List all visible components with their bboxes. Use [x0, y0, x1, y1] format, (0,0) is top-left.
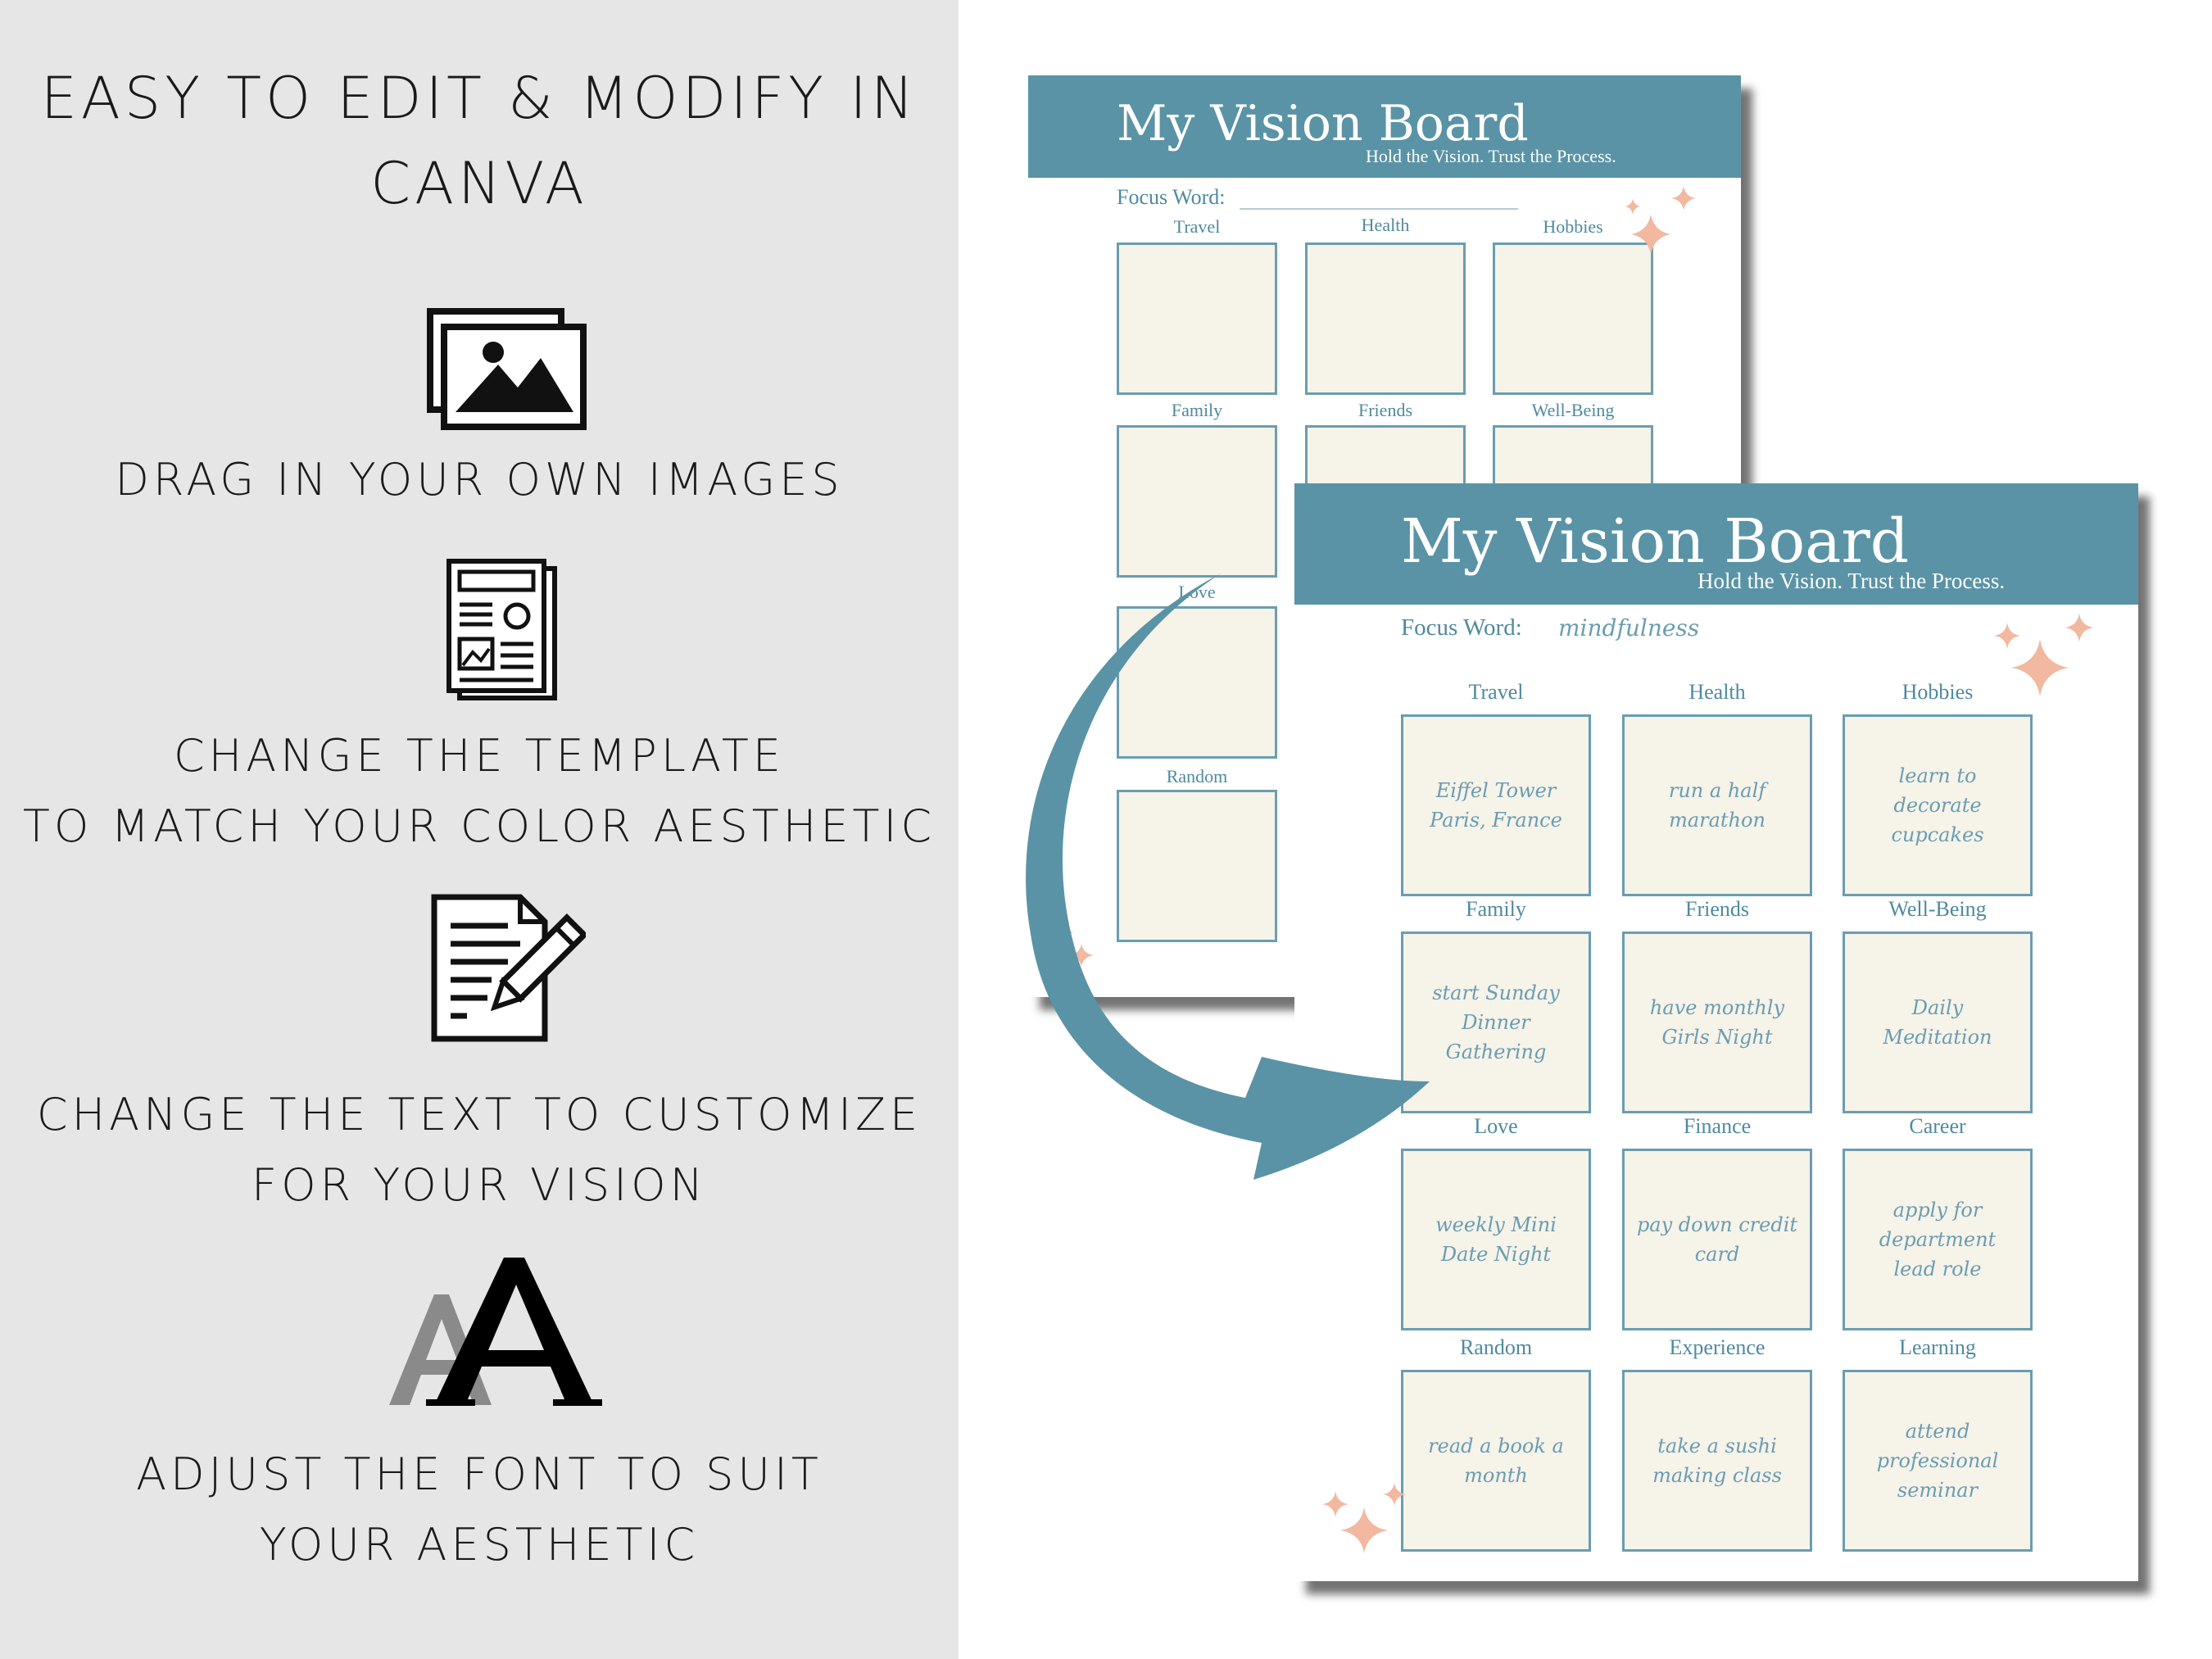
- board-header: My Vision Board Hold the Vision. Trust t…: [1294, 483, 2138, 605]
- feature-template-text: CHANGE THE TEMPLATE TO MATCH YOUR COLOR …: [22, 730, 936, 852]
- category-label: Travel: [1173, 216, 1221, 237]
- vision-cell-text: read a book a month: [1428, 1435, 1564, 1487]
- edit-text-icon: [431, 894, 586, 1042]
- category-label: Random: [1166, 766, 1228, 786]
- board-title: My Vision Board: [1117, 95, 1529, 152]
- vision-cell[interactable]: learn to decorate cupcakes: [1843, 714, 2033, 896]
- vision-cell-text: Eiffel Tower Paris, France: [1430, 779, 1562, 832]
- focus-word-line: [1240, 208, 1518, 210]
- board-subtitle: Hold the Vision. Trust the Process.: [1698, 569, 2006, 593]
- board-subtitle: Hold the Vision. Trust the Process.: [1366, 146, 1616, 166]
- board-header: My Vision Board Hold the Vision. Trust t…: [1028, 75, 1741, 178]
- vision-cell-text: start Sunday Dinner Gathering: [1432, 981, 1560, 1063]
- category-label: Experience: [1669, 1335, 1766, 1359]
- category-label: Health: [1361, 215, 1410, 235]
- vision-cell[interactable]: read a book a month: [1401, 1370, 1591, 1552]
- category-label: Finance: [1683, 1114, 1752, 1138]
- category-label: Random: [1459, 1335, 1533, 1359]
- sparkle-icon: [1994, 613, 2094, 696]
- features-panel: EASY TO EDIT & MODIFY IN CANVA DRAG IN Y…: [0, 0, 959, 1659]
- vision-cell-text: learn to decorate cupcakes: [1891, 764, 1984, 846]
- vision-cell[interactable]: attend professional seminar: [1843, 1370, 2033, 1552]
- image-placeholder[interactable]: [1305, 243, 1466, 395]
- category-label: Well-Being: [1888, 897, 1987, 921]
- category-label: Travel: [1468, 680, 1524, 704]
- category-label: Family: [1466, 897, 1526, 921]
- category-label: Friends: [1685, 897, 1749, 921]
- image-placeholder[interactable]: [1493, 243, 1653, 395]
- vision-cell[interactable]: apply for department lead role: [1843, 1149, 2033, 1330]
- category-label: Love: [1474, 1114, 1518, 1138]
- vision-cell[interactable]: take a sushi making class: [1622, 1370, 1812, 1552]
- heading-line: CANVA: [370, 150, 588, 217]
- category-label: Learning: [1899, 1335, 1976, 1359]
- images-icon: [427, 308, 587, 430]
- vision-cell[interactable]: start Sunday Dinner Gathering: [1401, 931, 1591, 1113]
- category-label: Hobbies: [1543, 216, 1603, 237]
- vision-cell-text: take a sushi making class: [1652, 1435, 1782, 1487]
- feature-images-text: DRAG IN YOUR OWN IMAGES: [115, 454, 844, 505]
- focus-word-label: Focus Word:: [1117, 185, 1226, 209]
- vision-cell[interactable]: Daily Meditation: [1843, 931, 2033, 1113]
- category-label: Friends: [1358, 400, 1412, 420]
- vision-cell-text: attend professional seminar: [1876, 1420, 1999, 1502]
- category-label: Hobbies: [1902, 680, 1974, 704]
- heading-line: EASY TO EDIT & MODIFY IN: [40, 65, 918, 132]
- font-aa-icon: [389, 1258, 602, 1406]
- vision-cell-text: weekly Mini Date Night: [1435, 1213, 1557, 1266]
- filled-vision-board: My Vision Board Hold the Vision. Trust t…: [1294, 483, 2138, 1581]
- category-label: Well-Being: [1531, 400, 1615, 420]
- focus-word-label: Focus Word:: [1401, 614, 1522, 641]
- image-placeholder[interactable]: [1117, 243, 1277, 395]
- feature-font-text: ADJUST THE FONT TO SUIT YOUR AESTHETIC: [136, 1448, 823, 1571]
- vision-cell[interactable]: weekly Mini Date Night: [1401, 1149, 1591, 1330]
- vision-cell[interactable]: have monthly Girls Night: [1622, 931, 1812, 1113]
- category-label: Health: [1688, 680, 1746, 704]
- vision-cell-text: run a half marathon: [1668, 779, 1766, 832]
- vision-cell[interactable]: Eiffel Tower Paris, France: [1401, 714, 1591, 896]
- vision-cell-text: have monthly Girls Night: [1649, 996, 1785, 1049]
- category-label: Family: [1171, 400, 1223, 420]
- focus-word-value[interactable]: mindfulness: [1558, 614, 1700, 641]
- vision-cell-text: Daily Meditation: [1883, 996, 1992, 1049]
- image-placeholder[interactable]: [1117, 425, 1277, 578]
- template-document-icon: [446, 559, 557, 700]
- vision-cell[interactable]: run a half marathon: [1622, 714, 1812, 896]
- vision-cell-text: pay down credit card: [1636, 1213, 1798, 1266]
- image-placeholder[interactable]: [1117, 790, 1277, 942]
- sparkle-icon: [1625, 186, 1696, 254]
- board-title: My Vision Board: [1401, 506, 1910, 577]
- vision-cell[interactable]: pay down credit card: [1622, 1149, 1812, 1330]
- curved-arrow-icon: [1026, 573, 1430, 1180]
- vision-cell-text: apply for department lead role: [1879, 1199, 1997, 1281]
- category-label: Career: [1909, 1114, 1966, 1138]
- feature-text-text: CHANGE THE TEXT TO CUSTOMIZE FOR YOUR VI…: [36, 1089, 922, 1211]
- sparkle-icon: [1322, 1483, 1406, 1553]
- panel-heading: EASY TO EDIT & MODIFY IN CANVA: [0, 56, 959, 226]
